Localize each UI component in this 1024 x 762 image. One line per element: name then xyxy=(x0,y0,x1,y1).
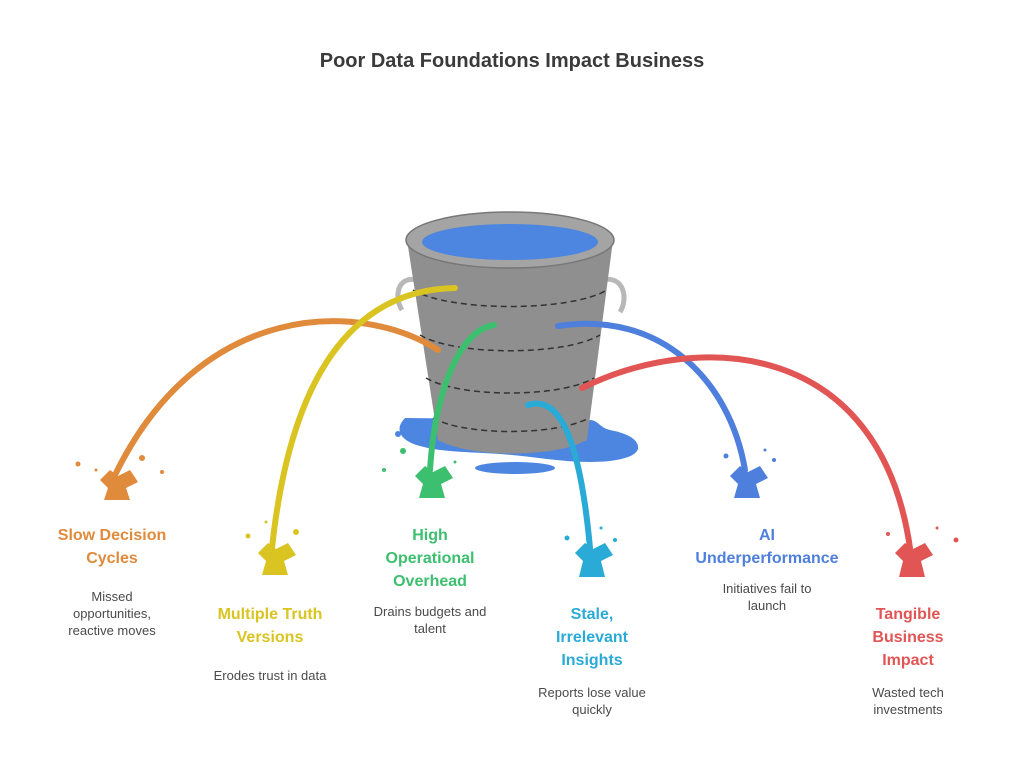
item-description: Wasted tech investments xyxy=(872,685,944,717)
item-ai-underperformance: AI Underperformance Initiatives fail to … xyxy=(672,524,862,614)
stream-stale-insights xyxy=(525,400,593,551)
splash-slow-decision xyxy=(75,455,164,500)
item-label: High Operational Overhead xyxy=(385,527,475,590)
item-stale-irrelevant-insights: Stale, Irrelevant Insights Reports lose … xyxy=(512,603,672,718)
item-description: Erodes trust in data xyxy=(213,668,327,683)
item-description: Drains budgets and talent xyxy=(373,604,487,636)
item-high-operational-overhead: High Operational Overhead Drains budgets… xyxy=(350,524,510,637)
item-label: Slow Decision Cycles xyxy=(57,527,167,567)
item-description: Missed opportunities, reactive moves xyxy=(68,589,156,638)
stream-slow-decision xyxy=(112,318,441,478)
stream-operational-overhead xyxy=(427,322,497,473)
item-label: AI Underperformance xyxy=(695,527,839,567)
splash-stale-insights xyxy=(564,526,617,577)
item-slow-decision-cycles: Slow Decision Cycles Missed opportunitie… xyxy=(32,524,192,639)
stream-multiple-truth xyxy=(269,285,458,551)
item-label: Tangible Business Impact xyxy=(872,606,944,669)
stream-business-impact xyxy=(579,354,913,551)
splash-ai-underperformance xyxy=(723,448,776,498)
splash-business-impact xyxy=(886,526,959,577)
splash-operational-overhead xyxy=(382,448,457,498)
item-description: Initiatives fail to launch xyxy=(722,581,812,613)
diagram-title: Poor Data Foundations Impact Business xyxy=(319,50,705,72)
item-label: Multiple Truth Versions xyxy=(217,606,323,646)
item-tangible-business-impact: Tangible Business Impact Wasted tech inv… xyxy=(838,603,978,718)
item-multiple-truth-versions: Multiple Truth Versions Erodes trust in … xyxy=(190,603,350,684)
splash-multiple-truth xyxy=(245,520,299,575)
item-label: Stale, Irrelevant Insights xyxy=(555,606,629,669)
item-description: Reports lose value quickly xyxy=(538,685,646,717)
leaking-bucket-icon xyxy=(395,211,627,454)
